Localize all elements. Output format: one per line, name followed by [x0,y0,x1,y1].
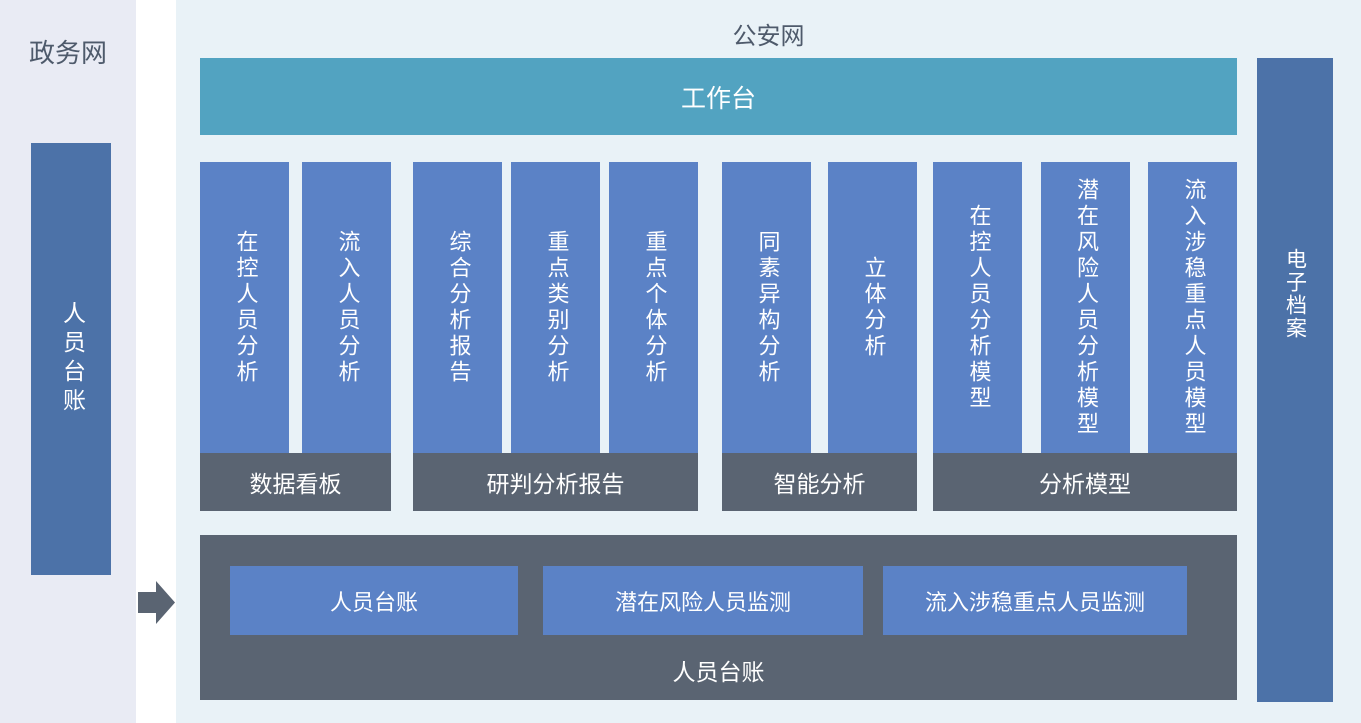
electronic-archive-bar: 电子档案 [1257,58,1333,702]
module-group-2: 综合分析报告 重点类别分析 重点个体分析研判分析报告 [413,162,698,511]
module-column-label: 在控人员分析模型 [965,203,991,412]
personnel-ledger-box-label: 人员台账 [672,660,765,686]
module-column-label: 同素异构分析 [754,229,780,386]
module-column-label: 在控人员分析 [232,229,258,386]
module-group-columns: 综合分析报告 重点类别分析 重点个体分析 [413,162,698,453]
government-network-title: 政务网 [28,39,107,69]
module-column: 立体分析 [828,162,917,453]
module-column-label: 潜在风险人员分析模型 [1073,177,1098,438]
personnel-ledger-box: 人员台账潜在风险人员监测流入涉稳重点人员监测 人员台账 [200,535,1237,700]
module-group-4: 在控人员分析模型 潜在风险人员分析模型 流入涉稳重点人员模型分析模型 [933,162,1237,511]
electronic-archive-label: 电子档案 [1283,248,1308,340]
module-column: 同素异构分析 [722,162,811,453]
module-group-columns: 同素异构分析 立体分析 [722,162,917,453]
government-network-panel: 政务网 人员台账 [0,0,136,723]
module-column: 重点类别分析 [511,162,600,453]
module-column: 重点个体分析 [609,162,698,453]
module-group-columns: 在控人员分析模型 潜在风险人员分析模型 流入涉稳重点人员模型 [933,162,1237,453]
public-security-network-panel: 公安网 工作台 在控人员分析 流入人员分析数据看板 综合分析报告 重点类别分析 重点个体… [176,0,1361,723]
module-column: 流入涉稳重点人员模型 [1148,162,1237,453]
workbench-bar: 工作台 [200,58,1237,135]
flow-right-arrow-icon [138,581,175,624]
public-security-network-title: 公安网 [732,22,805,50]
module-column: 在控人员分析模型 [933,162,1022,453]
module-column: 潜在风险人员分析模型 [1040,162,1130,453]
module-column-label: 重点类别分析 [543,229,569,386]
module-group-label: 智能分析 [722,453,917,511]
module-group-columns: 在控人员分析 流入人员分析 [200,162,391,453]
module-column-label: 流入涉稳重点人员模型 [1180,177,1206,438]
module-group-label: 数据看板 [200,453,391,511]
module-column: 在控人员分析 [200,162,289,453]
module-column: 综合分析报告 [413,162,502,453]
module-group-3: 同素异构分析 立体分析智能分析 [722,162,917,511]
personnel-ledger-sidebar-label: 人员台账 [58,301,85,417]
ledger-module-button: 流入涉稳重点人员监测 [883,566,1187,635]
ledger-module-button: 潜在风险人员监测 [543,566,863,635]
module-column: 流入人员分析 [302,162,391,453]
module-column-label: 综合分析报告 [445,229,471,386]
module-column-label: 立体分析 [860,255,886,360]
module-group-label: 研判分析报告 [413,453,698,511]
module-group-label: 分析模型 [933,453,1237,511]
workbench-label: 工作台 [680,83,756,113]
ledger-module-button: 人员台账 [230,566,518,635]
module-column-label: 流入人员分析 [334,229,360,386]
module-column-label: 重点个体分析 [641,229,667,386]
module-group-1: 在控人员分析 流入人员分析数据看板 [200,162,391,511]
personnel-ledger-sidebar: 人员台账 [31,143,111,575]
